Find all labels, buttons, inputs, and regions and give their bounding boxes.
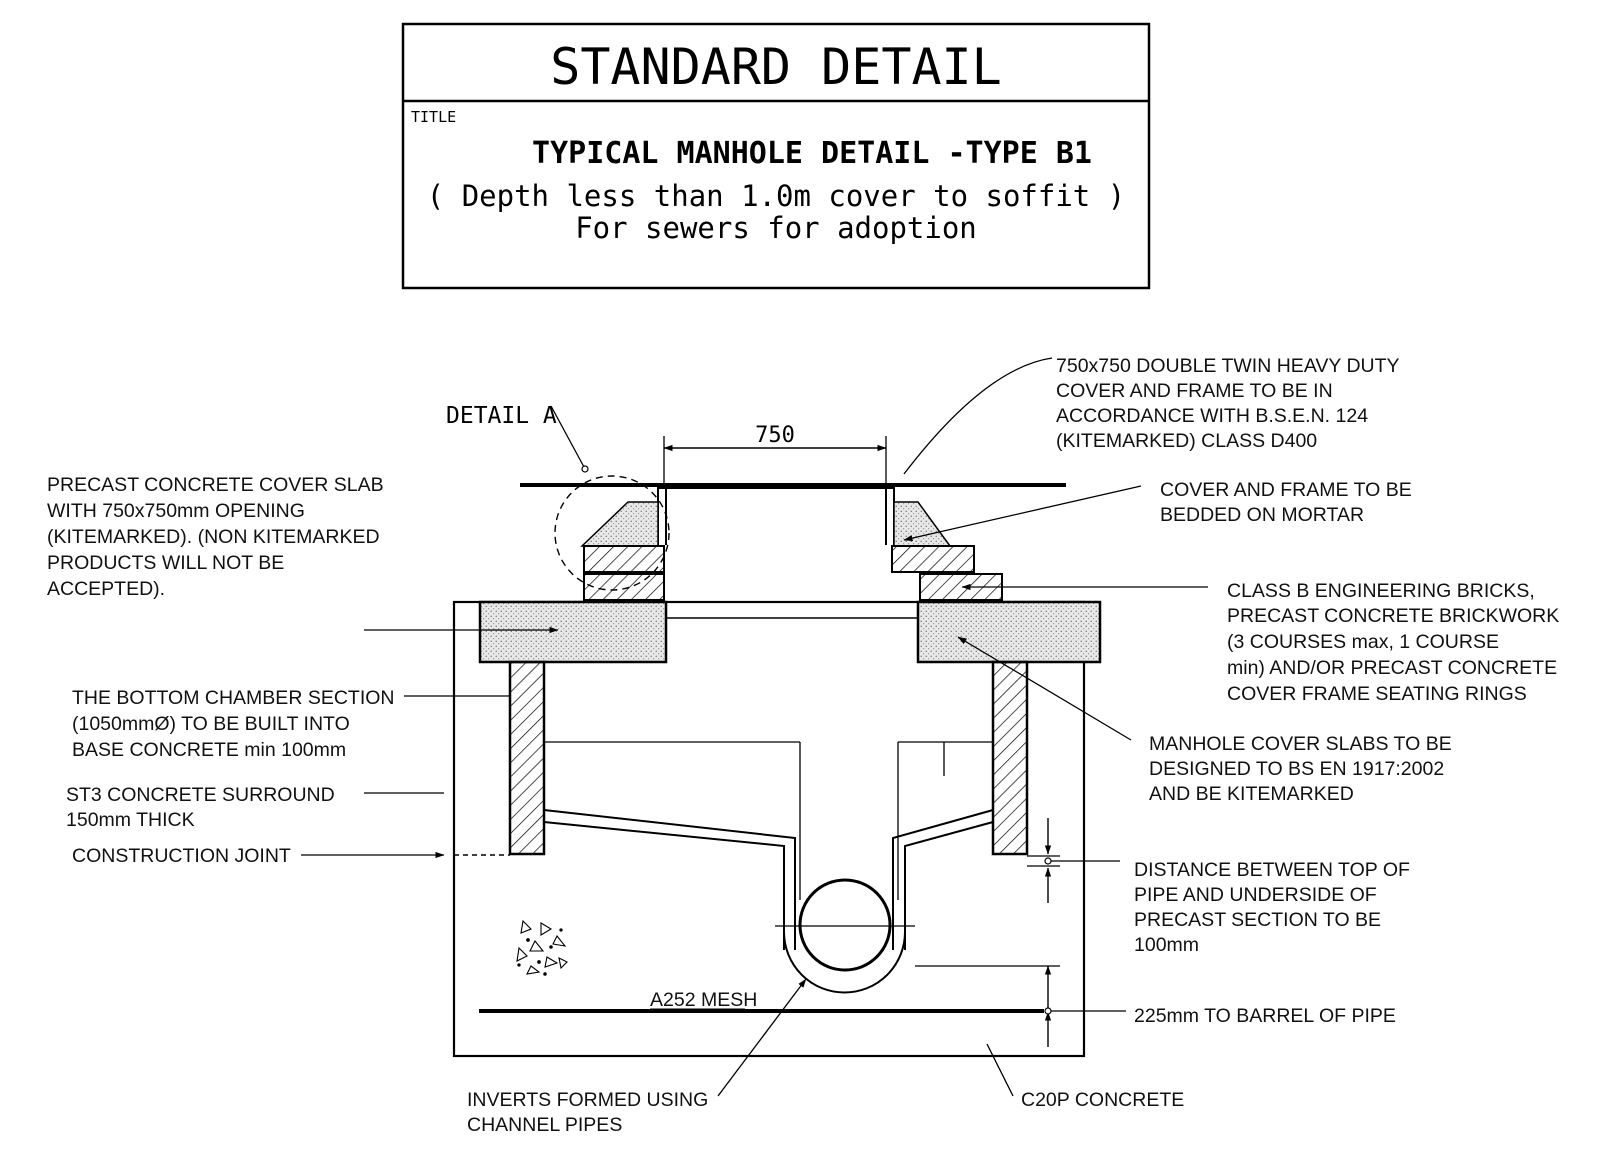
main-title: STANDARD DETAIL bbox=[550, 38, 1002, 96]
precast-slab-line: (KITEMARKED). (NON KITEMARKED bbox=[47, 526, 380, 548]
leader-detail-a bbox=[550, 405, 585, 468]
inverts-note: INVERTS FORMED USING CHANNEL PIPES bbox=[467, 1089, 714, 1136]
cover-frame-right bbox=[885, 487, 895, 545]
bottom-chamber-line: (1050mmØ) TO BE BUILT INTO bbox=[72, 713, 350, 735]
mesh-label: A252 MESH bbox=[650, 989, 757, 1011]
bricks-line: PRECAST CONCRETE BRICKWORK bbox=[1227, 605, 1559, 627]
leader-cover-spec bbox=[903, 357, 1053, 475]
title-block: STANDARD DETAIL TITLE TYPICAL MANHOLE DE… bbox=[401, 22, 1151, 290]
precast-slab-line: WITH 750x750mm OPENING bbox=[47, 500, 305, 522]
mortar-bedding-right bbox=[893, 501, 952, 547]
description-line-1: ( Depth less than 1.0m cover to soffit ) bbox=[427, 179, 1125, 213]
channel-invert-outer bbox=[783, 931, 906, 994]
opening-dimension: 750 bbox=[755, 423, 795, 448]
aggregate-symbol bbox=[516, 919, 568, 976]
title-tag: TITLE bbox=[411, 108, 456, 126]
distance-line: DISTANCE BETWEEN TOP OF bbox=[1134, 859, 1410, 881]
brick-course-left-upper bbox=[583, 545, 665, 573]
bedded-line: COVER AND FRAME TO BE bbox=[1160, 479, 1412, 501]
leader-inverts bbox=[717, 978, 807, 1097]
distance-line: PRECAST SECTION TO BE bbox=[1134, 909, 1381, 931]
distance-note: DISTANCE BETWEEN TOP OF PIPE AND UNDERSI… bbox=[1134, 859, 1415, 956]
inverts-line: CHANNEL PIPES bbox=[467, 1114, 622, 1136]
construction-joint-note: CONSTRUCTION JOINT bbox=[72, 845, 291, 867]
channel-benching-right bbox=[892, 809, 994, 950]
precast-slab-line: PRECAST CONCRETE COVER SLAB bbox=[47, 474, 384, 496]
detail-a-circle bbox=[554, 475, 670, 591]
st3-line: ST3 CONCRETE SURROUND bbox=[66, 784, 335, 806]
channel-benching-right-inner bbox=[904, 821, 994, 950]
st3-line: 150mm THICK bbox=[66, 809, 195, 831]
cover-slabs-note: MANHOLE COVER SLABS TO BE DESIGNED TO BS… bbox=[1149, 733, 1457, 805]
bottom-chamber-note: THE BOTTOM CHAMBER SECTION (1050mmØ) TO … bbox=[72, 687, 400, 761]
annotations: DETAIL A 750x750 DOUBLE TWIN HEAVY DUTY … bbox=[47, 355, 1565, 1136]
bottom-chamber-line: BASE CONCRETE min 100mm bbox=[72, 739, 346, 761]
precast-cover-slab-right bbox=[916, 600, 1102, 664]
c20p-note: C20P CONCRETE bbox=[1021, 1089, 1184, 1111]
bricks-line: COVER FRAME SEATING RINGS bbox=[1227, 683, 1527, 705]
cover-spec-line: COVER AND FRAME TO BE IN bbox=[1056, 380, 1333, 402]
bricks-line: (3 COURSES max, 1 COURSE bbox=[1227, 631, 1499, 653]
distance-line: 100mm bbox=[1134, 934, 1199, 956]
chamber-wall-left bbox=[508, 660, 546, 856]
description-line-2: For sewers for adoption bbox=[575, 211, 977, 245]
manhole-section: A252 MESH 750 bbox=[452, 423, 1102, 1058]
leader-bedded bbox=[903, 485, 1142, 542]
inverts-line: INVERTS FORMED USING bbox=[467, 1089, 708, 1111]
chamber-wall-right bbox=[991, 660, 1029, 856]
precast-slab-note: PRECAST CONCRETE COVER SLAB WITH 750x750… bbox=[47, 474, 389, 600]
brick-course-left-lower bbox=[583, 573, 665, 601]
pipe-section bbox=[798, 878, 892, 972]
precast-cover-slab-left bbox=[478, 600, 668, 664]
barrel-note: 225mm TO BARREL OF PIPE bbox=[1134, 1005, 1396, 1027]
base-concrete-outline bbox=[452, 600, 1086, 1058]
leader-c20p bbox=[986, 1043, 1014, 1097]
bricks-note: CLASS B ENGINEERING BRICKS, PRECAST CONC… bbox=[1227, 580, 1565, 705]
channel-benching-left bbox=[543, 809, 796, 950]
bedded-line: BEDDED ON MORTAR bbox=[1160, 504, 1364, 526]
cover-spec-line: 750x750 DOUBLE TWIN HEAVY DUTY bbox=[1056, 355, 1400, 377]
bottom-chamber-line: THE BOTTOM CHAMBER SECTION bbox=[72, 687, 395, 709]
distance-line: PIPE AND UNDERSIDE OF bbox=[1134, 884, 1377, 906]
title-block-border bbox=[401, 22, 1151, 290]
st3-note: ST3 CONCRETE SURROUND 150mm THICK bbox=[66, 784, 340, 831]
precast-slab-line: ACCEPTED). bbox=[47, 578, 165, 600]
leader-detail-a-node bbox=[581, 465, 589, 473]
cover-spec-line: ACCORDANCE WITH B.S.E.N. 124 bbox=[1056, 405, 1368, 427]
bricks-line: CLASS B ENGINEERING BRICKS, bbox=[1227, 580, 1535, 602]
detail-a-label: DETAIL A bbox=[446, 403, 557, 429]
bedded-note: COVER AND FRAME TO BE BEDDED ON MORTAR bbox=[1160, 479, 1417, 526]
bricks-line: min) AND/OR PRECAST CONCRETE bbox=[1227, 657, 1557, 679]
distance-dim-node bbox=[1044, 857, 1052, 865]
brick-course-right-upper bbox=[891, 545, 975, 573]
cover-slabs-line: MANHOLE COVER SLABS TO BE bbox=[1149, 733, 1452, 755]
cover-spec-note: 750x750 DOUBLE TWIN HEAVY DUTY COVER AND… bbox=[1056, 355, 1405, 452]
precast-slab-line: PRODUCTS WILL NOT BE bbox=[47, 552, 284, 574]
drawing-subtitle: TYPICAL MANHOLE DETAIL -TYPE B1 bbox=[532, 136, 1092, 171]
cover-frame-left bbox=[657, 487, 667, 545]
leader-cover-slabs bbox=[957, 636, 1132, 741]
channel-benching-left-inner bbox=[543, 821, 785, 950]
cover-slabs-line: DESIGNED TO BS EN 1917:2002 bbox=[1149, 758, 1444, 780]
barrel-dim-node bbox=[1044, 1007, 1052, 1015]
cover-spec-line: (KITEMARKED) CLASS D400 bbox=[1056, 430, 1317, 452]
cover-slabs-line: AND BE KITEMARKED bbox=[1149, 783, 1354, 805]
leader-lines bbox=[301, 357, 1208, 1097]
mortar-bedding-left bbox=[580, 501, 659, 547]
